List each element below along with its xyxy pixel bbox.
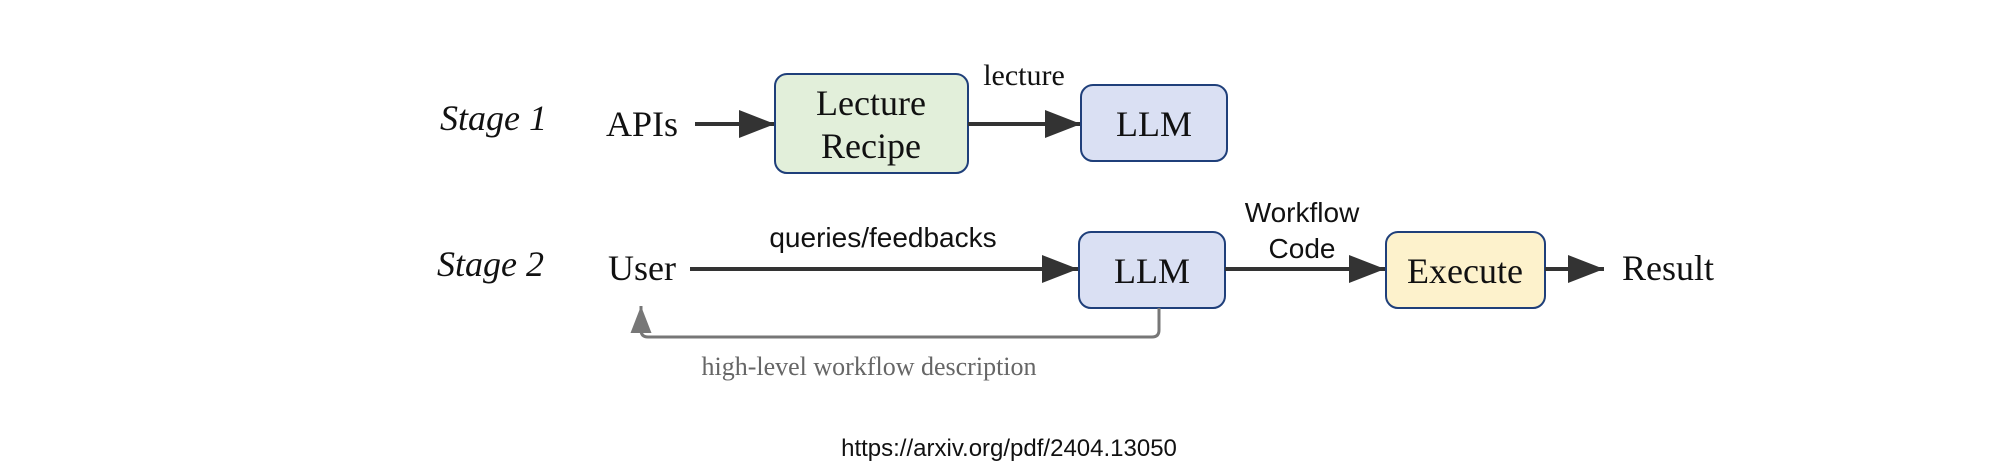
stage2-source-user: User [608,248,676,288]
execute-label: Execute [1407,251,1523,291]
lecture-edge-label: lecture [983,59,1065,92]
feedback-arrow-llm-to-user [630,306,1161,339]
lecture-recipe-line1: Lecture [816,83,926,123]
queries-feedbacks-label: queries/feedbacks [769,222,996,253]
lecture-recipe-line2: Recipe [821,126,921,166]
workflow-code-label-line2: Code [1269,233,1336,264]
workflow-code-label-line1: Workflow [1245,197,1360,228]
stage1-llm-label: LLM [1116,104,1192,144]
source-url: https://arxiv.org/pdf/2404.13050 [841,435,1177,462]
feedback-description-label: high-level workflow description [701,352,1036,381]
stage2-llm-label: LLM [1114,251,1190,291]
stage2-label: Stage 2 [437,244,544,284]
stage1-llm-box [1080,84,1228,162]
result-label: Result [1622,248,1714,288]
stage1-label: Stage 1 [440,98,547,138]
stage1-source-apis: APIs [606,104,678,144]
